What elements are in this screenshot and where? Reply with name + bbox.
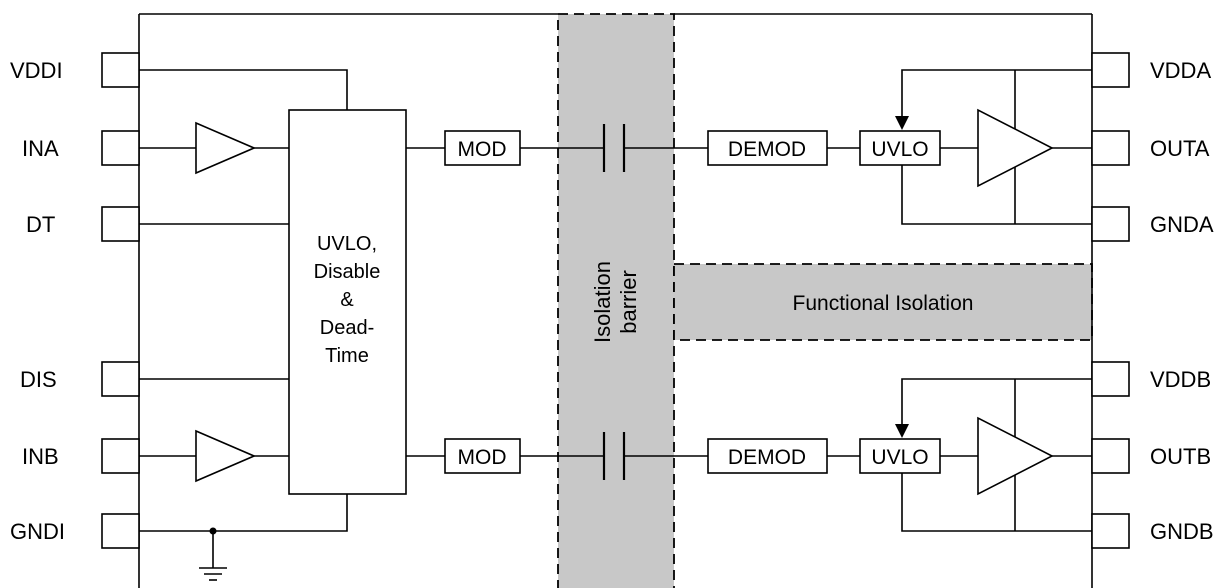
uvlo-label-a: UVLO: [871, 138, 928, 161]
pin-vdda: VDDA: [1091, 52, 1211, 88]
pin-gndb: GNDB: [1091, 513, 1214, 549]
pin-label-gndi: GNDI: [10, 519, 65, 544]
mod-block-b: [444, 438, 521, 474]
pin-label-outb: OUTB: [1150, 444, 1211, 469]
mod-label-b: MOD: [458, 446, 507, 469]
pin-label-vddb: VDDB: [1150, 367, 1211, 392]
control-block-label: UVLO, Disable & Dead- Time: [314, 233, 381, 367]
pin-gnda: GNDA: [1091, 206, 1214, 242]
control-block-line-5: Time: [325, 345, 369, 367]
pin-vddi: VDDI: [10, 52, 140, 88]
demod-label-b: DEMOD: [728, 446, 806, 469]
demod-block-b: [707, 438, 828, 474]
pin-ina: INA: [22, 130, 140, 166]
supply-arrow-a: [895, 116, 909, 130]
pin-inb: INB: [22, 438, 140, 474]
pin-dt: DT: [26, 206, 140, 242]
pin-label-dt: DT: [26, 212, 55, 237]
gndi-junction-dot: [209, 527, 217, 535]
input-buffer-a: [195, 121, 257, 175]
output-driver-a: [977, 108, 1054, 188]
output-driver-b: [977, 416, 1054, 496]
ground-icon: [199, 567, 227, 581]
isolation-barrier-label-line-1: Isolation: [590, 261, 615, 343]
functional-isolation-label: Functional Isolation: [793, 292, 974, 315]
uvlo-label-b: UVLO: [871, 446, 928, 469]
control-block-line-4: Dead-: [320, 317, 374, 339]
pin-dis: DIS: [20, 361, 140, 397]
isolation-capacitor-a: [602, 124, 626, 172]
pin-vddb: VDDB: [1091, 361, 1211, 397]
input-buffer-b: [195, 429, 257, 483]
pin-label-gndb: GNDB: [1150, 519, 1214, 544]
pin-outb: OUTB: [1091, 438, 1211, 474]
pin-label-gnda: GNDA: [1150, 212, 1214, 237]
uvlo-block-b: [859, 438, 941, 474]
pin-gndi: GNDI: [10, 513, 140, 549]
pin-label-vddi: VDDI: [10, 58, 63, 83]
input-wiring: [139, 69, 348, 568]
supply-arrow-b: [895, 424, 909, 438]
pin-label-outa: OUTA: [1150, 136, 1210, 161]
isolation-capacitor-b: [602, 432, 626, 480]
channel-wiring: [406, 147, 860, 457]
functional-isolation-region: [673, 263, 1093, 341]
pin-outa: OUTA: [1091, 130, 1210, 166]
uvlo-block-a: [859, 130, 941, 166]
isolation-barrier-region: [557, 13, 675, 588]
demod-block-a: [707, 130, 828, 166]
output-stage-a-wiring: [901, 69, 1092, 225]
isolation-barrier-label-line-2: barrier: [616, 270, 641, 334]
pin-label-dis: DIS: [20, 367, 57, 392]
pin-label-inb: INB: [22, 444, 59, 469]
isolation-barrier-label: Isolation barrier: [590, 261, 641, 343]
mod-label-a: MOD: [458, 138, 507, 161]
control-block-line-3: &: [340, 289, 354, 311]
demod-label-a: DEMOD: [728, 138, 806, 161]
uvlo-disable-deadtime-block: [288, 109, 407, 495]
control-block-line-2: Disable: [314, 261, 381, 283]
control-block-line-1: UVLO,: [317, 233, 377, 255]
pin-label-ina: INA: [22, 136, 59, 161]
pin-label-vdda: VDDA: [1150, 58, 1211, 83]
mod-block-a: [444, 130, 521, 166]
package-outline: [138, 13, 1093, 588]
